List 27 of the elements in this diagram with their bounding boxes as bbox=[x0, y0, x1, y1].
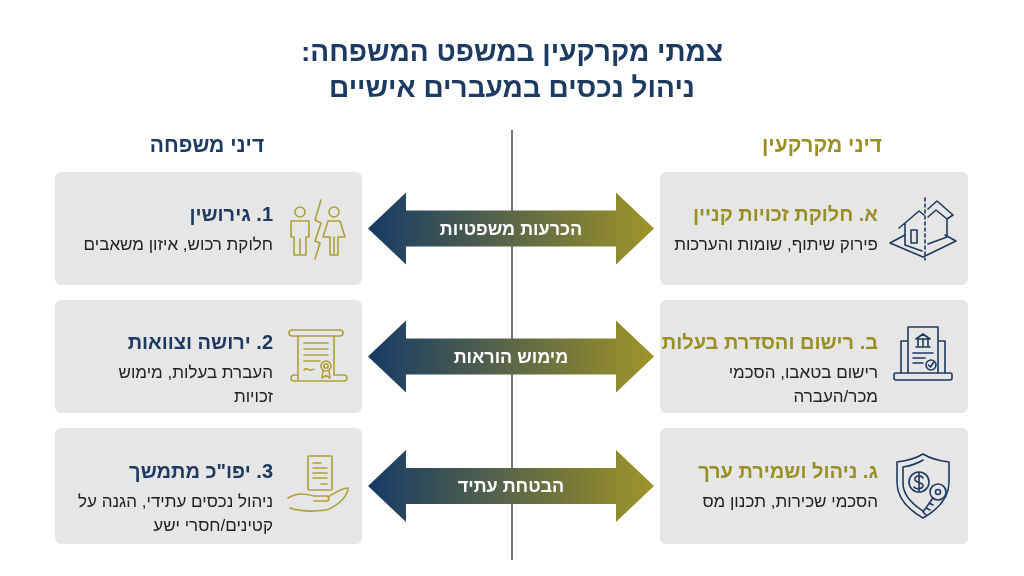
edge-label: הכרעות משפטיות bbox=[439, 217, 583, 240]
card-title: א. חלוקת זכויות קניין bbox=[693, 201, 878, 226]
edge-label: מימוש הוראות bbox=[453, 345, 569, 368]
card-text: פירוק שיתוף, שומות והערכות bbox=[674, 233, 878, 256]
card-title: 3. יפו"כ מתמשך bbox=[129, 459, 273, 483]
info-card bbox=[660, 428, 968, 544]
card-title: ג. ניהול ושמירת ערך bbox=[698, 459, 878, 483]
double-arrow bbox=[368, 450, 654, 522]
info-card bbox=[55, 428, 362, 544]
info-card bbox=[660, 172, 968, 285]
card-text: העברת בעלות, מימוש זכויות bbox=[117, 361, 273, 408]
card-text: הסכמי שכירות, תכנון מס bbox=[702, 491, 878, 513]
card-text: ניהול נכסים עתידי, הגנה על קטינים/חסרי ישע bbox=[77, 491, 273, 537]
double-arrow bbox=[368, 320, 654, 393]
card-title: 2. ירושה וצוואות bbox=[127, 329, 273, 354]
card-title: 1. גירושין bbox=[189, 201, 273, 226]
card-text: רישום בטאבו, הסכמי מכר/העברה bbox=[727, 361, 878, 408]
edge-label: הבטחת עתיד bbox=[457, 475, 565, 497]
card-title: ב. רישום והסדרת בעלות bbox=[661, 329, 878, 354]
info-card bbox=[55, 300, 362, 413]
card-text: חלוקת רכוש, איזון משאבים bbox=[83, 233, 273, 256]
column-heading: דיני מקרקעין bbox=[762, 132, 882, 158]
info-card bbox=[55, 172, 362, 285]
column-heading: דיני משפחה bbox=[149, 132, 265, 158]
double-arrow bbox=[368, 192, 654, 265]
title: צמתי מקרקעין במשפט המשפחה: ניהול נכסים במעברים אישיים bbox=[300, 35, 724, 105]
info-card bbox=[660, 300, 968, 413]
